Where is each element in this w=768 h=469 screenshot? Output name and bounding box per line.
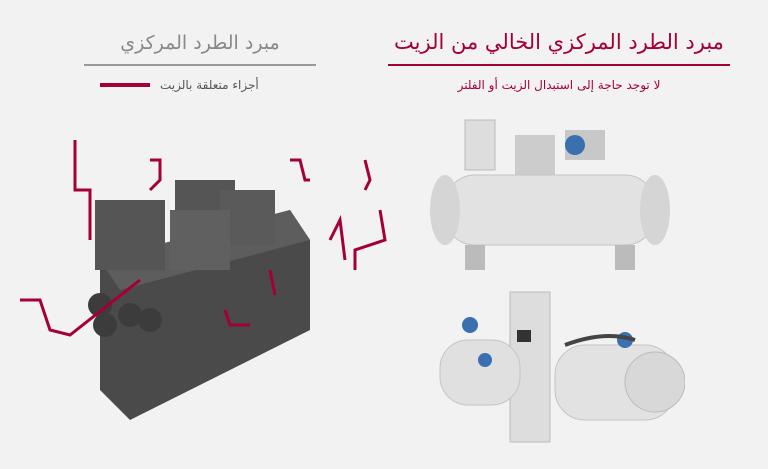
legend-swatch xyxy=(100,83,150,87)
oil-free-chiller-image-1 xyxy=(430,119,670,270)
conventional-chiller-title: مبرد الطرد المركزي xyxy=(120,32,280,54)
oil-free-chiller-image-2 xyxy=(439,291,685,443)
oil-free-title-underline xyxy=(388,64,730,66)
conventional-title-underline xyxy=(84,64,316,66)
conventional-chiller-image xyxy=(20,140,387,420)
legend-label: أجزاء متعلقة بالزيت xyxy=(160,78,259,92)
oil-free-chiller-title: مبرد الطرد المركزي الخالي من الزيت xyxy=(394,30,724,54)
oil-free-subtitle: لا توجد حاجة إلى استبدال الزيت أو الفلتر xyxy=(457,78,661,92)
oil-parts-legend: أجزاء متعلقة بالزيت xyxy=(100,78,259,92)
